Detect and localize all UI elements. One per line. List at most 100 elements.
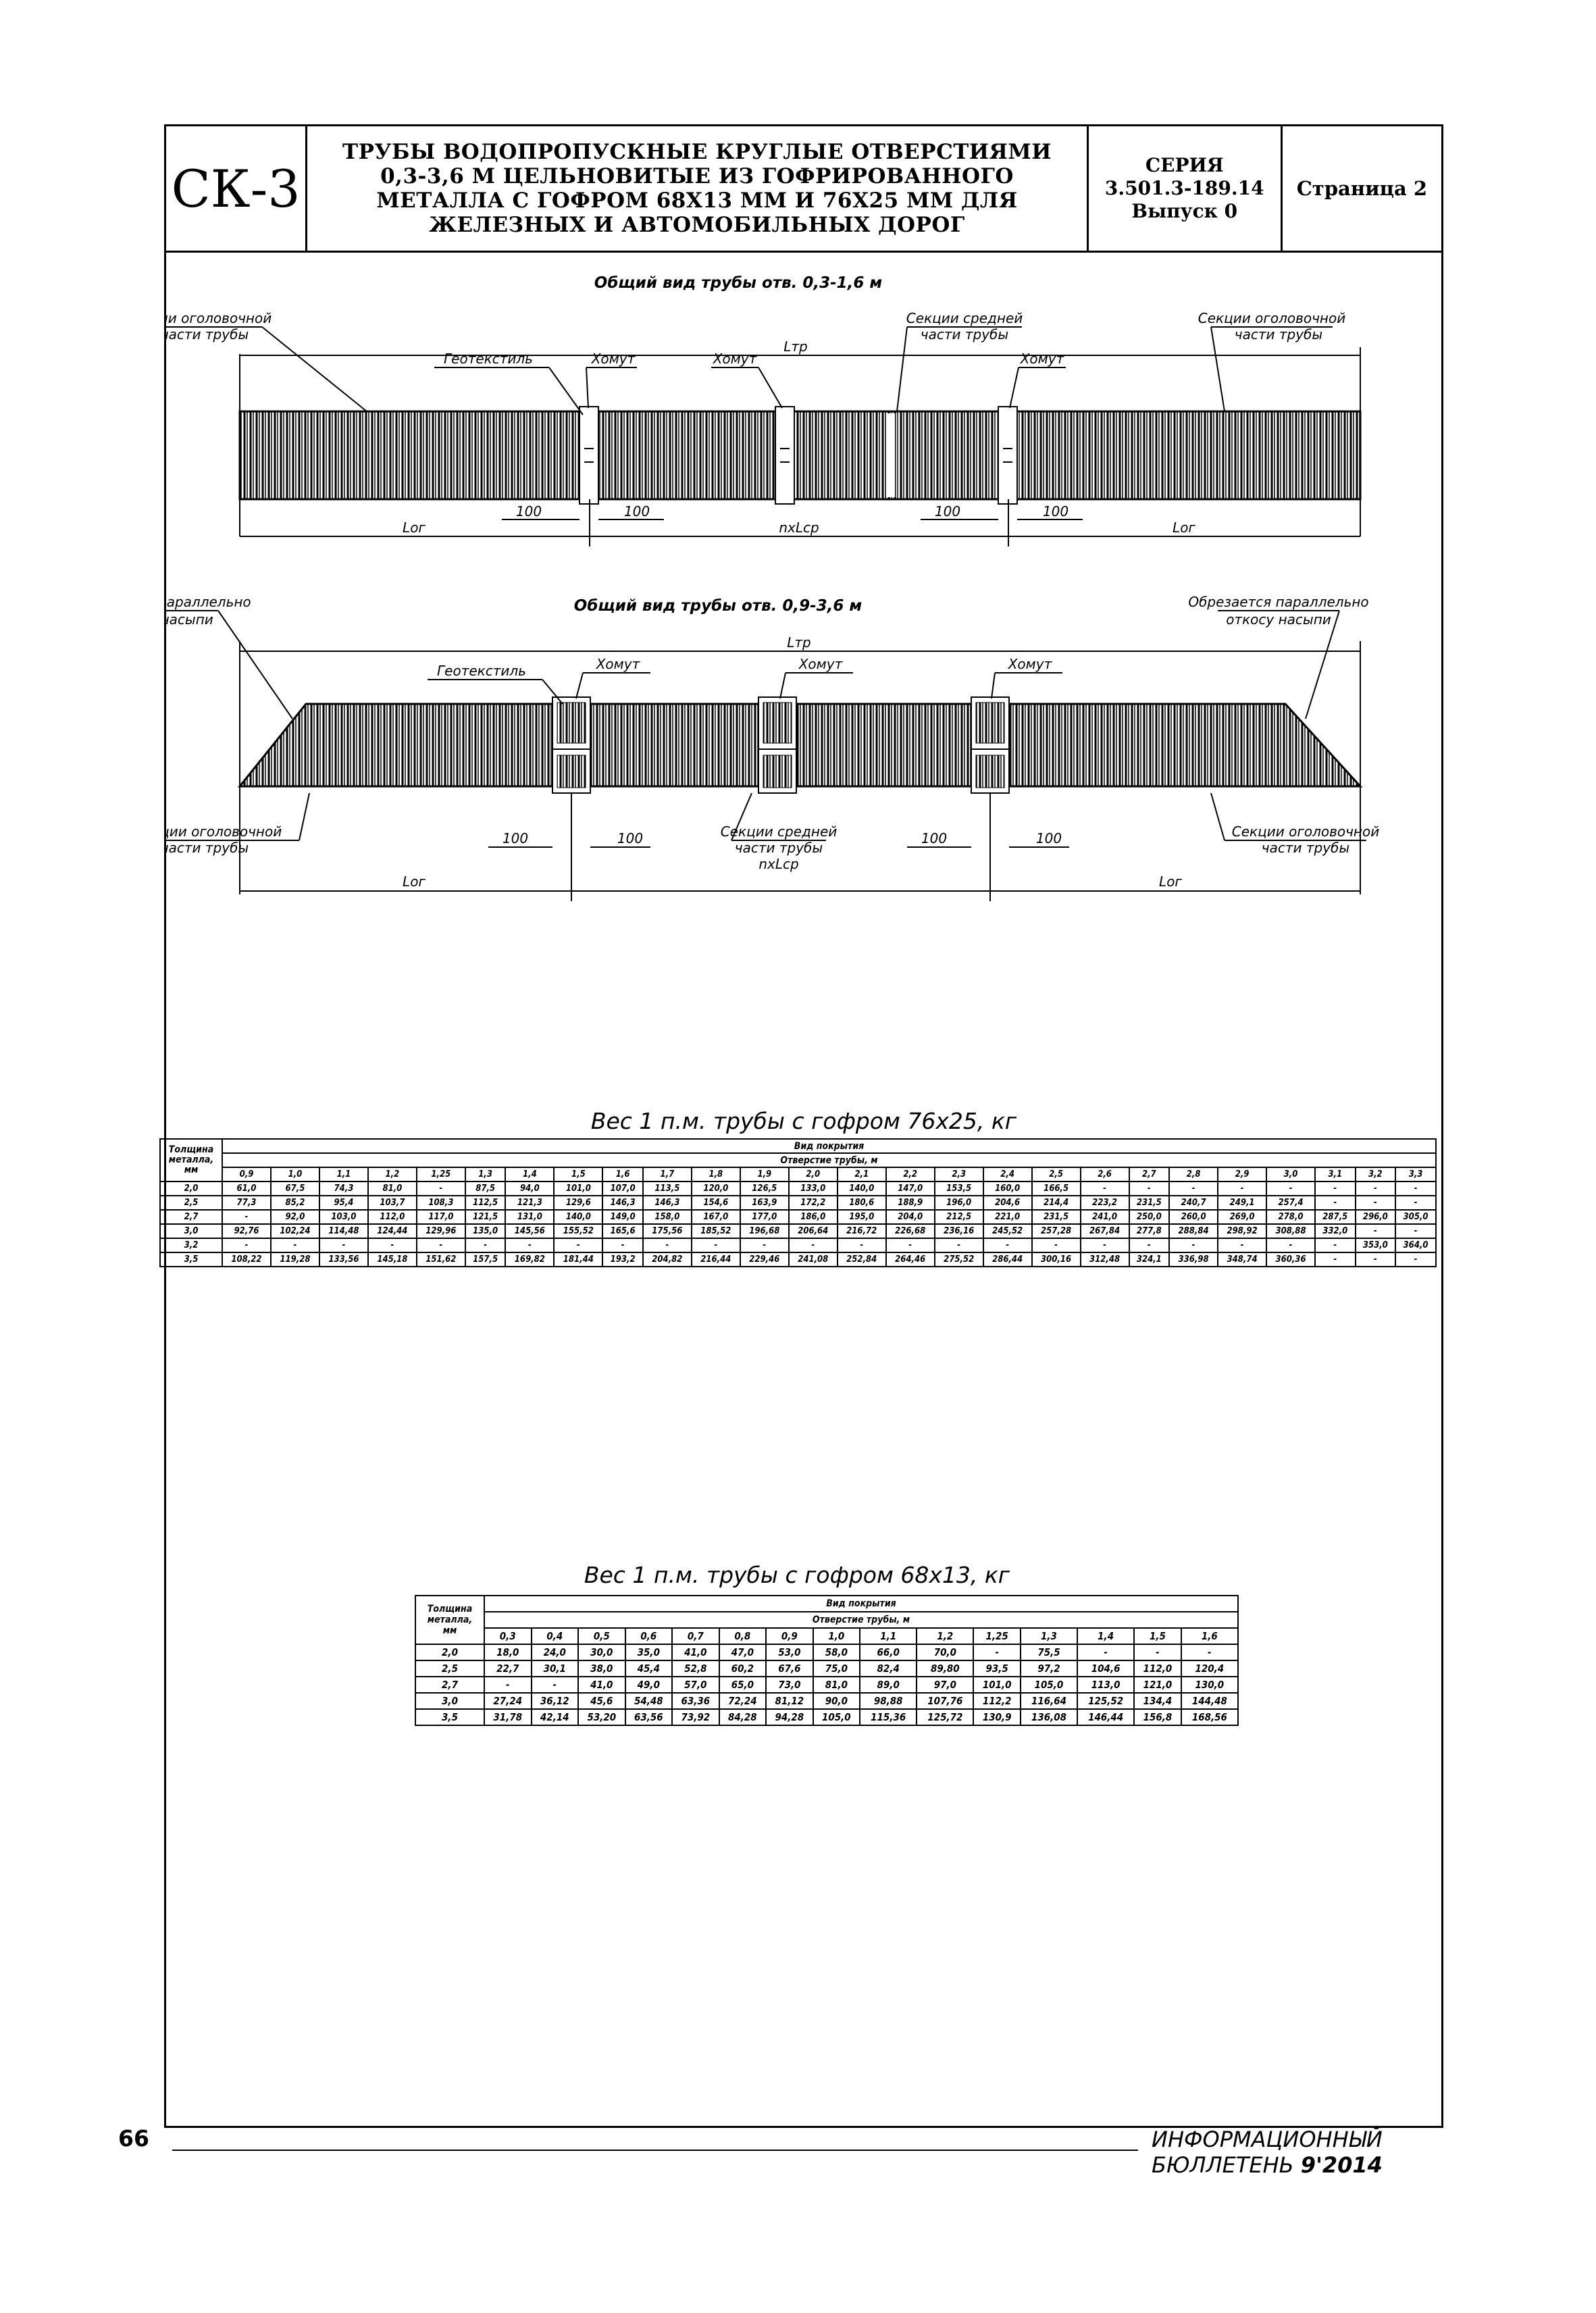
table68-value-cell: 38,0 [577,1660,626,1677]
table76-value-cell: 154,6 [690,1195,741,1211]
table68-value-cell: 42,14 [530,1708,580,1726]
table76-opening-header: Отверстие трубы, м [222,1152,1437,1168]
table68-value-cell: 136,08 [1019,1708,1079,1726]
table76-value-cell: 308,88 [1266,1223,1316,1239]
table76-value-cell: - [1031,1238,1081,1253]
view2-cut-note-right-line2: откосу насыпи [1226,611,1331,628]
table68-value-cell: 156,8 [1133,1708,1182,1726]
view2-length-total: Lтр [787,634,811,651]
table76-value-cell: 185,52 [690,1223,741,1239]
table68-col-header: 0,3 [484,1627,532,1645]
table76-value-cell: 177,0 [739,1209,790,1225]
table76-col-header: 3,1 [1314,1167,1356,1182]
table76-value-cell: 61,0 [222,1181,272,1196]
table68-value-cell: 65,0 [718,1676,767,1694]
view1-gap-4: 100 [1043,503,1069,519]
table68-value-cell: 36,12 [530,1692,580,1710]
table76-value-cell: - [367,1238,417,1253]
view1-gap-3: 100 [935,503,960,519]
table76-thickness-cell: 3,5 [159,1252,223,1267]
table68-opening-header: Отверстие трубы, м [484,1611,1239,1629]
table76-col-header: 2,6 [1079,1167,1130,1182]
view2-pipe [237,696,1363,794]
view2-geotextile-label: Геотекстиль [437,663,526,679]
table76-col-header: 1,6 [602,1167,644,1182]
table76-value-cell: 212,5 [933,1209,984,1225]
table68-value-cell: 112,0 [1133,1660,1182,1677]
table76-value-cell: 175,56 [642,1223,692,1239]
view1-gap-1: 100 [516,503,542,519]
table76-value-cell: 348,74 [1217,1252,1268,1267]
table76-value-cell: 214,4 [1031,1195,1081,1211]
table76-value-cell: 257,28 [1031,1223,1081,1239]
table68-value-cell: 130,9 [973,1708,1021,1726]
table68-value-cell: 107,76 [916,1692,975,1710]
table76-col-header: 1,3 [464,1167,507,1182]
table76-value-cell: 193,2 [602,1252,644,1267]
table68-value-cell: 75,0 [812,1660,861,1677]
table68-value-cell: 104,6 [1077,1660,1135,1677]
table76-value-cell: 85,2 [269,1195,320,1211]
table68-value-cell: 66,0 [859,1644,918,1661]
view2-gap-4: 100 [1036,830,1062,846]
view1-gap-2: 100 [624,503,650,519]
table76-value-cell: 133,56 [318,1252,369,1267]
table76-value-cell: - [222,1238,272,1253]
table76-col-header: 1,8 [690,1167,741,1182]
table76-value-cell: 140,0 [836,1181,887,1196]
table76-thickness-cell: 3,0 [159,1223,223,1239]
table76-value-cell: 166,5 [1031,1181,1081,1196]
table68-value-cell: - [1133,1644,1182,1661]
table76-value-cell: - [1266,1238,1316,1253]
table76-value-cell: - [415,1238,466,1253]
table76-value-cell: 231,5 [1128,1195,1170,1211]
table68-value-cell: 57,0 [671,1676,720,1694]
table76-col-header: 1,1 [318,1167,369,1182]
series-label: СЕРИЯ [1145,154,1224,176]
table76-col-header: 2,5 [1031,1167,1081,1182]
table76-value-cell: 216,72 [836,1223,887,1239]
table76-value-cell: - [1395,1181,1437,1196]
table76-value-cell: 241,08 [788,1252,838,1267]
table76-value-cell: 158,0 [642,1209,692,1225]
table68-thickness-cell: 3,0 [415,1692,485,1710]
table76-value-cell: 102,24 [269,1223,320,1239]
table76-col-header: 1,25 [415,1167,466,1182]
view2-right-section-line2: части трубы [1262,840,1349,856]
table68-value-cell: 70,0 [916,1644,975,1661]
table76-value-cell: 146,3 [602,1195,644,1211]
table76-value-cell: 204,82 [642,1252,692,1267]
table76-value-cell: 149,0 [602,1209,644,1225]
view2-cut-note-left-line1: Обрезается параллельно [164,594,251,610]
table76-value-cell: - [222,1209,272,1225]
table76-value-cell: 108,3 [415,1195,466,1211]
table76-value-cell: 245,52 [982,1223,1033,1239]
table68-thickness-cell: 2,5 [415,1660,485,1677]
table68-value-cell: 58,0 [812,1644,861,1661]
view2-length-end-left: Lог [403,873,426,890]
table68-value-cell: 63,36 [671,1692,720,1710]
table76-value-cell: - [642,1238,692,1253]
table76-col-header: 3,0 [1266,1167,1316,1182]
table76-value-cell: 196,68 [739,1223,790,1239]
table68-value-cell: - [530,1676,580,1694]
table76-value-cell: 277,8 [1128,1223,1170,1239]
table68-value-cell: 47,0 [718,1644,767,1661]
table76-value-cell: 296,0 [1354,1209,1397,1225]
table68-col-header: 1,6 [1180,1627,1239,1645]
table76-value-cell: 275,52 [933,1252,984,1267]
table76-value-cell: - [553,1238,604,1253]
table76-value-cell: 129,96 [415,1223,466,1239]
table68-value-cell: 73,92 [671,1708,720,1726]
table68-value-cell: 121,0 [1133,1676,1182,1694]
table76-value-cell: 260,0 [1168,1209,1219,1225]
table76-col-header: 1,4 [505,1167,555,1182]
table76-value-cell: 77,3 [222,1195,272,1211]
table68-value-cell: 49,0 [624,1676,673,1694]
series-number: 3.501.3-189.14 [1104,177,1264,199]
